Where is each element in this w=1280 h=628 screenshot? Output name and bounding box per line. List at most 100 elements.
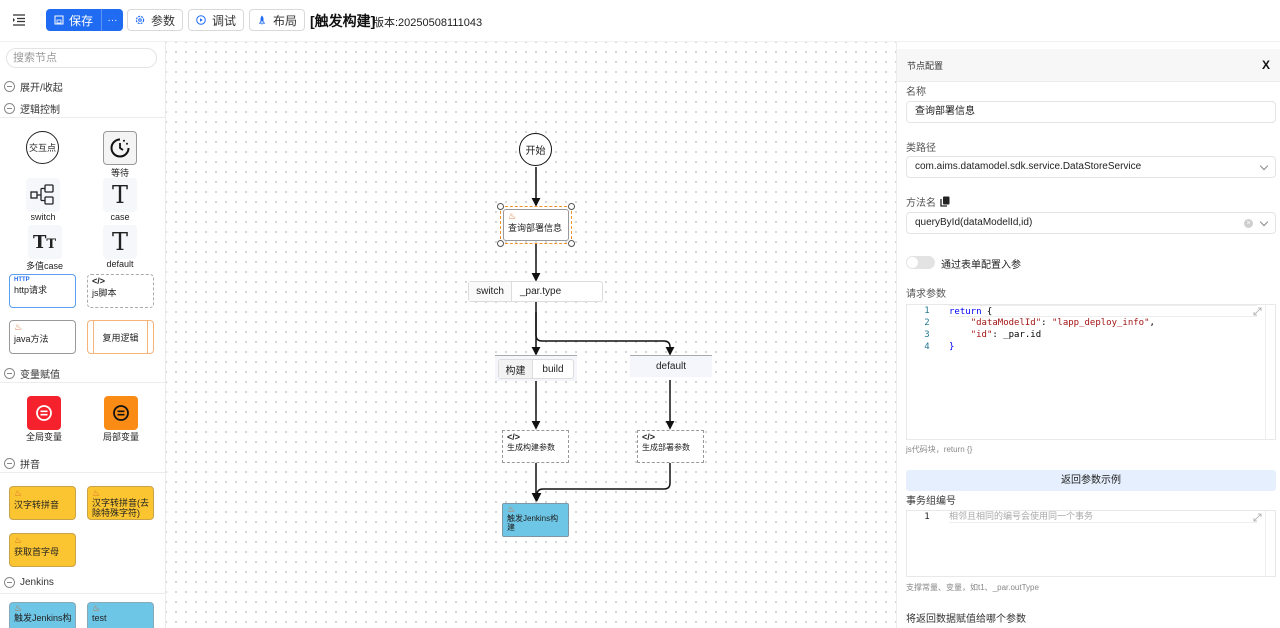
- node-query-selection[interactable]: ♨ 查询部署信息: [497, 203, 575, 247]
- return-example-button[interactable]: 返回参数示例: [906, 470, 1276, 491]
- palette-global-variable[interactable]: 全局变量: [26, 396, 62, 443]
- class-path-label: 类路径: [906, 143, 936, 154]
- minus-circle-icon: [4, 577, 15, 588]
- code-line: }: [949, 342, 955, 352]
- clear-icon[interactable]: ×: [1244, 219, 1253, 228]
- group-logic-header[interactable]: 逻辑控制: [4, 101, 60, 116]
- resize-handle[interactable]: [568, 240, 575, 247]
- form-config-toggle[interactable]: [906, 256, 935, 269]
- class-path-select[interactable]: com.aims.datamodel.sdk.service.DataStore…: [906, 156, 1276, 178]
- palette-pinyin-item[interactable]: ♨ 汉字转拼音(去除特殊字符): [87, 486, 154, 520]
- editor-scrollbar[interactable]: [1265, 511, 1275, 576]
- line-gutter: 1 2 3 4: [907, 305, 947, 353]
- node-default[interactable]: default: [630, 355, 712, 377]
- palette-jenkins-item[interactable]: ♨ test: [87, 602, 154, 628]
- palette-interaction-point[interactable]: 交互点: [26, 131, 59, 164]
- http-tag: HTTP: [14, 277, 30, 283]
- transaction-group-editor[interactable]: 1 相邻且相同的编号会使用同一个事务: [906, 510, 1276, 577]
- method-select[interactable]: queryById(dataModelId,id) ×: [906, 212, 1276, 234]
- expand-icon[interactable]: [1253, 307, 1262, 316]
- java-icon: ♨: [14, 322, 23, 332]
- group-jenkins-header[interactable]: Jenkins: [4, 577, 54, 588]
- java-icon: ♨: [507, 504, 516, 514]
- expand-icon[interactable]: [1253, 513, 1262, 522]
- code-line: "id": _par.id: [949, 329, 1257, 341]
- node-switch[interactable]: switch _par.type: [468, 281, 603, 302]
- palette-local-variable[interactable]: 局部变量: [103, 396, 139, 443]
- expand-collapse-toggle[interactable]: 展开/收起: [4, 79, 63, 94]
- method-label-row: 方法名: [906, 194, 950, 209]
- pinyin-item-label: 汉字转拼音(去除特殊字符): [92, 498, 149, 518]
- debug-button[interactable]: 调试: [188, 9, 244, 31]
- close-button[interactable]: X: [1261, 58, 1270, 72]
- node-search-input[interactable]: 搜索节点: [6, 48, 157, 68]
- switch-label: switch: [30, 212, 56, 222]
- palette-case[interactable]: T case: [103, 178, 137, 222]
- version-label: 版本:20250508111043: [373, 17, 483, 29]
- divider: [0, 593, 165, 594]
- request-params-hint: js代码块，return {}: [906, 445, 973, 454]
- panel-header: 节点配置 X: [897, 49, 1280, 82]
- editor-scrollbar[interactable]: [1265, 305, 1275, 439]
- save-button[interactable]: 保存: [46, 9, 101, 31]
- java-icon: ♨: [14, 535, 23, 545]
- palette-js-script[interactable]: </> js脚本: [87, 274, 154, 308]
- request-params-label: 请求参数: [906, 289, 946, 300]
- request-params-editor[interactable]: 1 2 3 4 return { "dataModelId": "lapp_de…: [906, 304, 1276, 440]
- palette-jenkins-item[interactable]: ♨ 触发Jenkins构: [9, 602, 76, 628]
- save-button-group: 保存 ···: [46, 9, 123, 31]
- equals-circle-icon: [27, 396, 61, 430]
- play-circle-icon: [196, 15, 206, 25]
- panel-title: 节点配置: [907, 60, 944, 71]
- code-text: :: [1041, 318, 1052, 328]
- node-start[interactable]: 开始: [519, 133, 552, 166]
- palette-wait[interactable]: 等待: [103, 131, 137, 179]
- copy-icon[interactable]: [940, 196, 950, 207]
- palette-java-method[interactable]: ♨ java方法: [9, 320, 76, 354]
- global-variable-label: 全局变量: [26, 432, 63, 442]
- node-case-build[interactable]: 构建 build: [495, 355, 577, 381]
- palette-reuse-logic[interactable]: 复用逻辑: [87, 320, 154, 354]
- java-icon: ♨: [92, 603, 101, 613]
- divider: [0, 382, 165, 383]
- resize-handle[interactable]: [497, 203, 504, 210]
- resize-handle[interactable]: [568, 203, 575, 210]
- group-variable-header[interactable]: 变量赋值: [4, 366, 60, 381]
- clock-icon: [103, 131, 137, 165]
- save-label: 保存: [68, 13, 93, 28]
- node-trigger-jenkins[interactable]: ♨ 触发Jenkins构 建: [502, 503, 569, 537]
- palette-pinyin-item[interactable]: ♨ 获取首字母: [9, 533, 76, 567]
- node-gen-deploy-params[interactable]: </> 生成部署参数: [637, 430, 704, 463]
- jenkins-item-label: test: [92, 613, 107, 623]
- text-t-icon: T: [103, 178, 137, 212]
- node-query[interactable]: ♨ 查询部署信息: [503, 209, 569, 241]
- palette-switch[interactable]: switch: [26, 178, 60, 222]
- palette-pinyin-item[interactable]: ♨ 汉字转拼音: [9, 486, 76, 520]
- multi-case-label: 多值case: [26, 261, 64, 271]
- equals-circle-icon: [104, 396, 138, 430]
- flow-canvas[interactable]: 开始 ♨ 查询部署信息 switch _par.type 构建 build de…: [166, 42, 896, 628]
- palette-default[interactable]: T default: [103, 225, 137, 269]
- divider: [0, 472, 165, 473]
- form-config-label: 通过表单配置入参: [941, 260, 1021, 271]
- palette-http-request[interactable]: HTTP http请求: [9, 274, 76, 308]
- local-variable-label: 局部变量: [103, 432, 140, 442]
- node-gen-build-params[interactable]: </> 生成构建参数: [502, 430, 569, 463]
- layout-button[interactable]: 布局: [249, 9, 305, 31]
- resize-handle[interactable]: [497, 240, 504, 247]
- jenkins-item-label: 触发Jenkins构: [14, 613, 72, 623]
- group-jenkins-label: Jenkins: [20, 577, 54, 588]
- menu-fold-icon[interactable]: [12, 13, 26, 27]
- params-button[interactable]: 参数: [127, 9, 183, 31]
- code-icon: </>: [642, 432, 656, 442]
- code-icon: </>: [92, 276, 106, 286]
- group-pinyin-header[interactable]: 拼音: [4, 456, 40, 471]
- save-more-button[interactable]: ···: [101, 9, 123, 31]
- line-number: 3: [924, 330, 930, 340]
- method-value: queryById(dataModelId,id): [915, 217, 1033, 228]
- rocket-icon: [258, 15, 266, 25]
- edge-gen-deploy-trigger: [532, 462, 671, 502]
- name-input[interactable]: 查询部署信息: [906, 101, 1276, 123]
